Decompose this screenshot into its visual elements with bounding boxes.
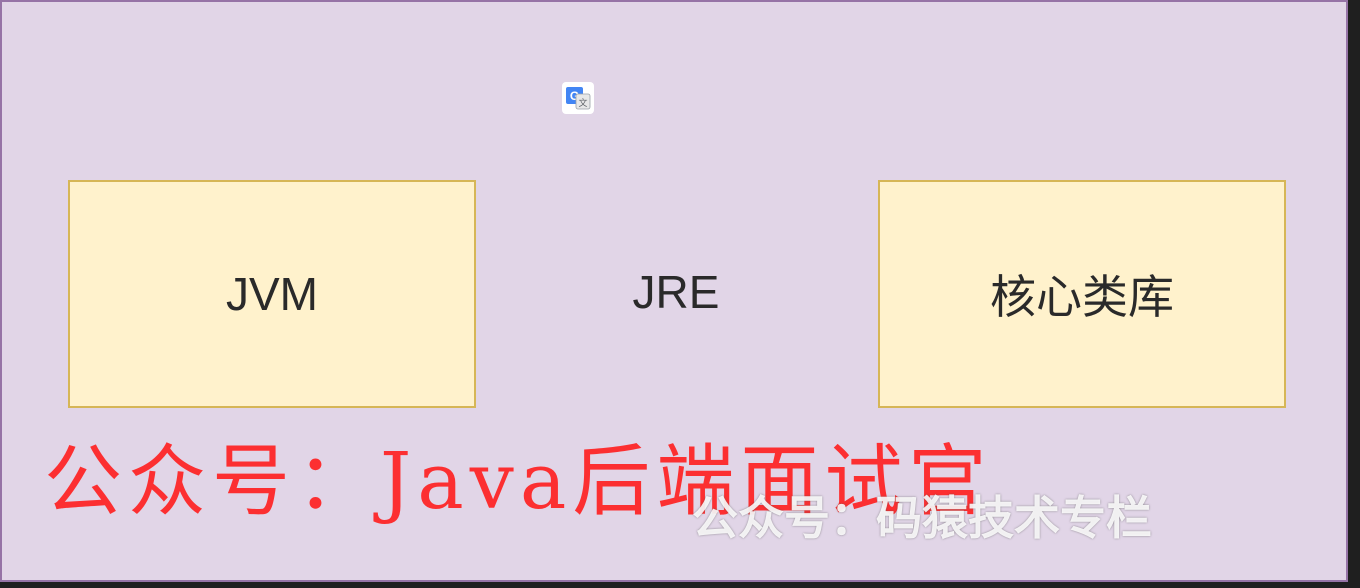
gray-watermark: 公众号：码猿技术专栏 [692, 491, 1152, 545]
jre-label: JRE [632, 266, 720, 318]
red-watermark: 公众号：Java后端面试官 [44, 437, 993, 527]
svg-text:文: 文 [578, 97, 587, 109]
jvm-label: JVM [226, 268, 318, 320]
core-library-label: 核心类库 [990, 271, 1174, 323]
jvm-box: JVM [68, 180, 476, 408]
google-translate-icon[interactable]: G 文 [562, 82, 594, 114]
translate-icon-graphic: G 文 [564, 84, 592, 112]
core-library-box: 核心类库 [878, 180, 1286, 408]
svg-text:G: G [570, 89, 579, 103]
